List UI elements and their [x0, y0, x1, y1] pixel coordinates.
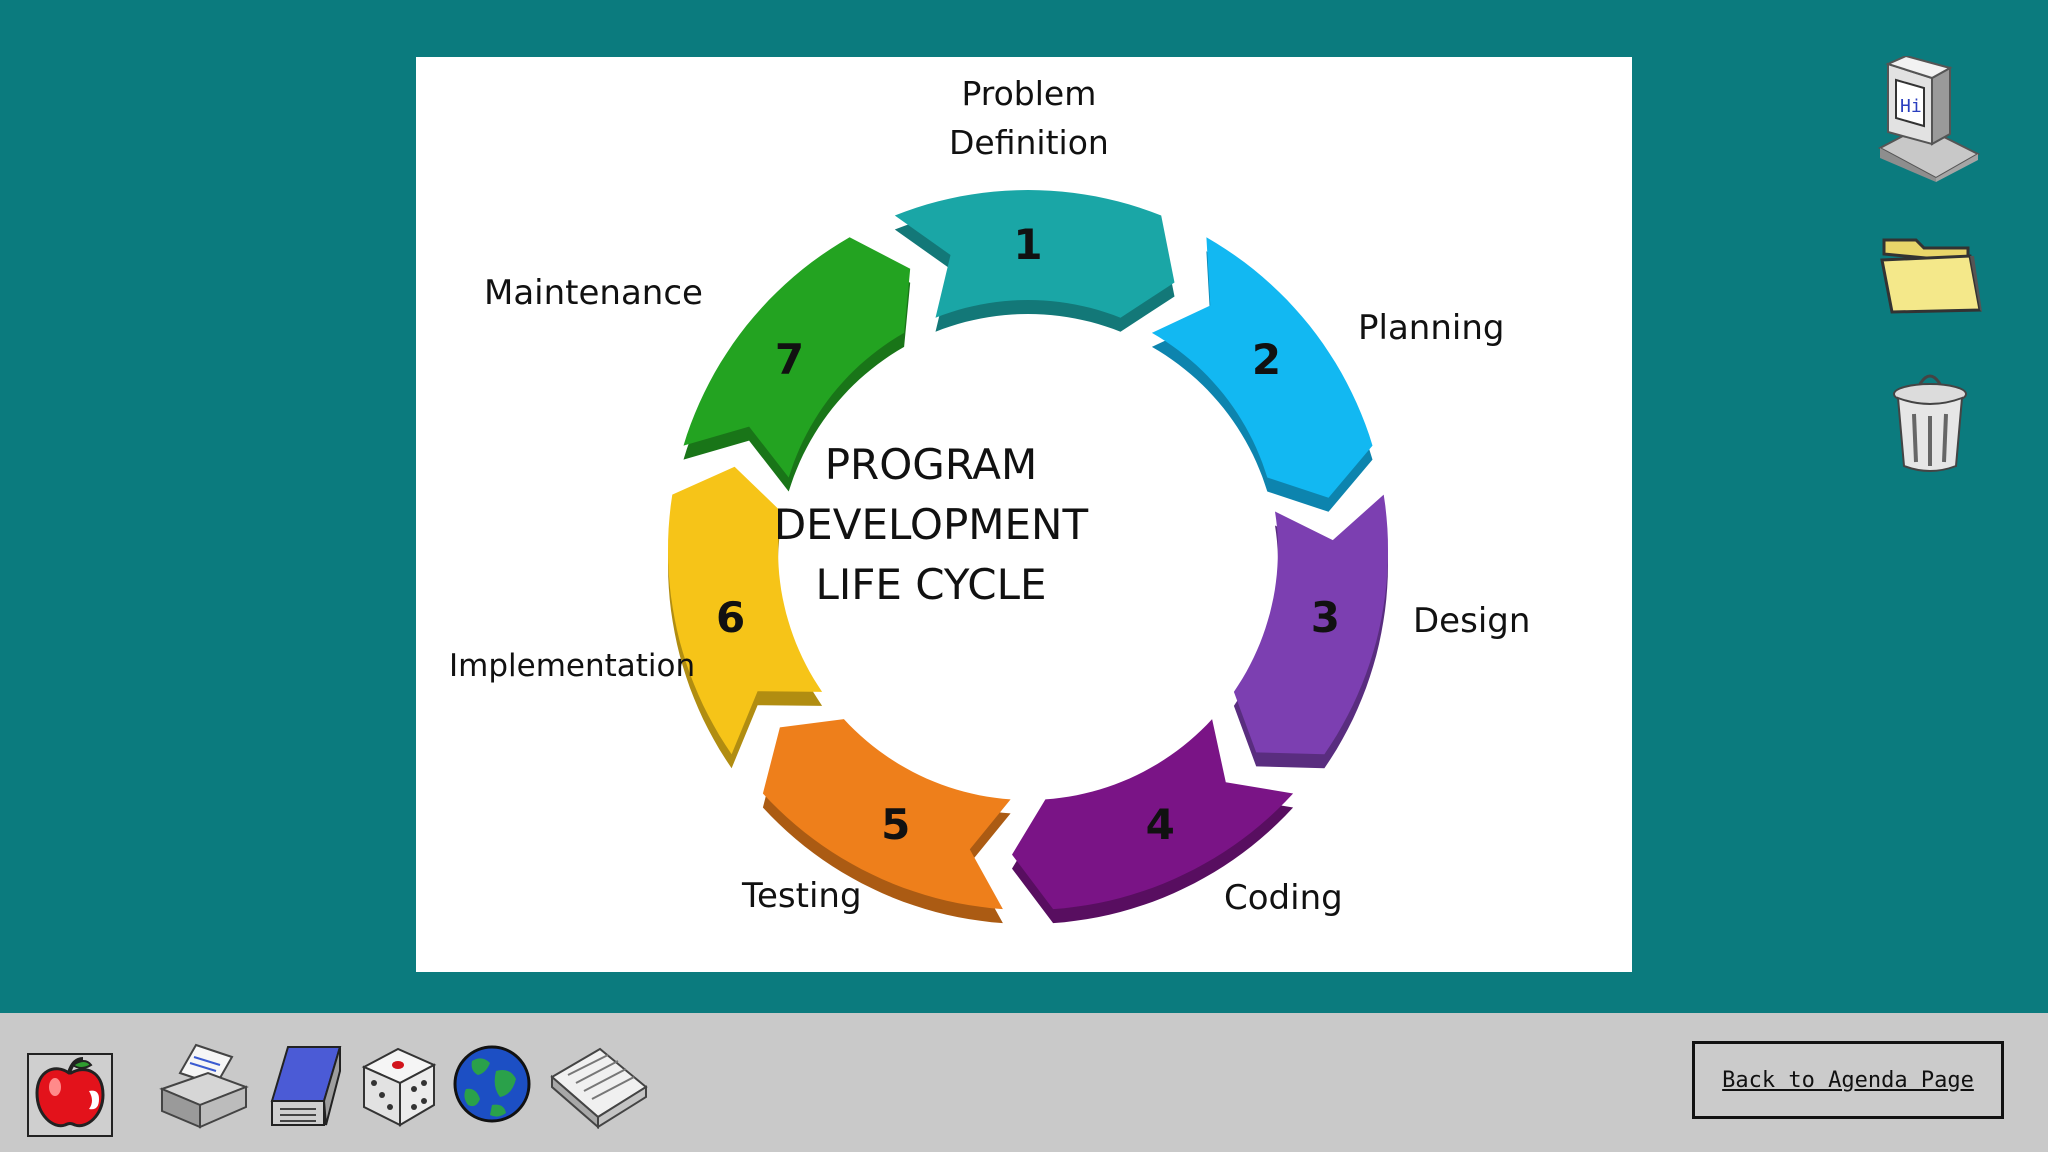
svg-text:Hi: Hi	[1900, 96, 1922, 117]
cycle-segment-1-number: 1	[1013, 220, 1042, 269]
cycle-segment-7-number: 7	[775, 335, 804, 384]
cycle-segment-4-face	[1012, 719, 1294, 910]
cycle-segment-6: 6	[668, 466, 823, 769]
life-cycle-diagram: 1 2 3 4 5 6 7	[668, 190, 1388, 924]
notepad-icon[interactable]	[266, 1041, 346, 1131]
cycle-segment-3-number: 3	[1311, 593, 1340, 642]
stage-label-problem-definition: Problem Definition	[949, 69, 1109, 167]
center-title-line-3: LIFE CYCLE	[815, 560, 1047, 609]
printer-icon[interactable]	[156, 1041, 250, 1131]
stage-1-label-line-2: Definition	[949, 123, 1109, 162]
stage-label-coding: Coding	[1224, 878, 1343, 918]
cycle-segment-1-face	[894, 190, 1175, 318]
cycle-segment-5-number: 5	[881, 800, 910, 849]
center-title-line-1: PROGRAM	[824, 440, 1038, 489]
dice-icon[interactable]	[358, 1043, 438, 1129]
taskbar: Back to Agenda Page	[0, 1013, 2048, 1152]
cycle-segment-7-face	[683, 237, 911, 478]
start-button[interactable]	[27, 1053, 113, 1137]
scanner-icon[interactable]	[548, 1043, 650, 1130]
cycle-segment-1: 1	[894, 190, 1175, 332]
cycle-segment-6-face	[668, 466, 823, 755]
trash-icon[interactable]	[1890, 366, 1970, 476]
stage-label-testing: Testing	[742, 876, 862, 916]
computer-icon[interactable]: Hi	[1874, 54, 1984, 182]
cycle-segment-3-face	[1233, 494, 1388, 755]
cycle-segment-3: 3	[1233, 494, 1388, 769]
globe-icon[interactable]	[452, 1043, 532, 1125]
back-to-agenda-button[interactable]: Back to Agenda Page	[1692, 1041, 2004, 1119]
cycle-segment-7: 7	[683, 237, 911, 492]
cycle-segment-4: 4	[1012, 719, 1294, 924]
folder-icon[interactable]	[1878, 232, 1984, 316]
cycle-segment-2-face	[1151, 237, 1373, 498]
center-title-line-2: DEVELOPMENT	[773, 500, 1089, 549]
slide-panel: 1 2 3 4 5 6 7 PROGRAM DEVELOPMENT LIFE CYCLE P…	[416, 57, 1632, 972]
cycle-segment-2-number: 2	[1252, 335, 1281, 384]
stage-1-label-line-1: Problem	[961, 74, 1097, 113]
apple-icon	[35, 1057, 105, 1128]
stage-label-maintenance: Maintenance	[484, 273, 703, 313]
cycle-segment-4-number: 4	[1146, 800, 1175, 849]
center-title: PROGRAM DEVELOPMENT LIFE CYCLE	[736, 435, 1126, 615]
cycle-segment-2: 2	[1151, 237, 1373, 512]
stage-label-implementation: Implementation	[449, 648, 696, 684]
stage-label-planning: Planning	[1358, 308, 1505, 348]
stage-label-design: Design	[1413, 601, 1531, 641]
cycle-segment-5: 5	[762, 719, 1011, 924]
cycle-segment-6-number: 6	[716, 593, 745, 642]
cycle-segment-5-face	[762, 719, 1011, 910]
